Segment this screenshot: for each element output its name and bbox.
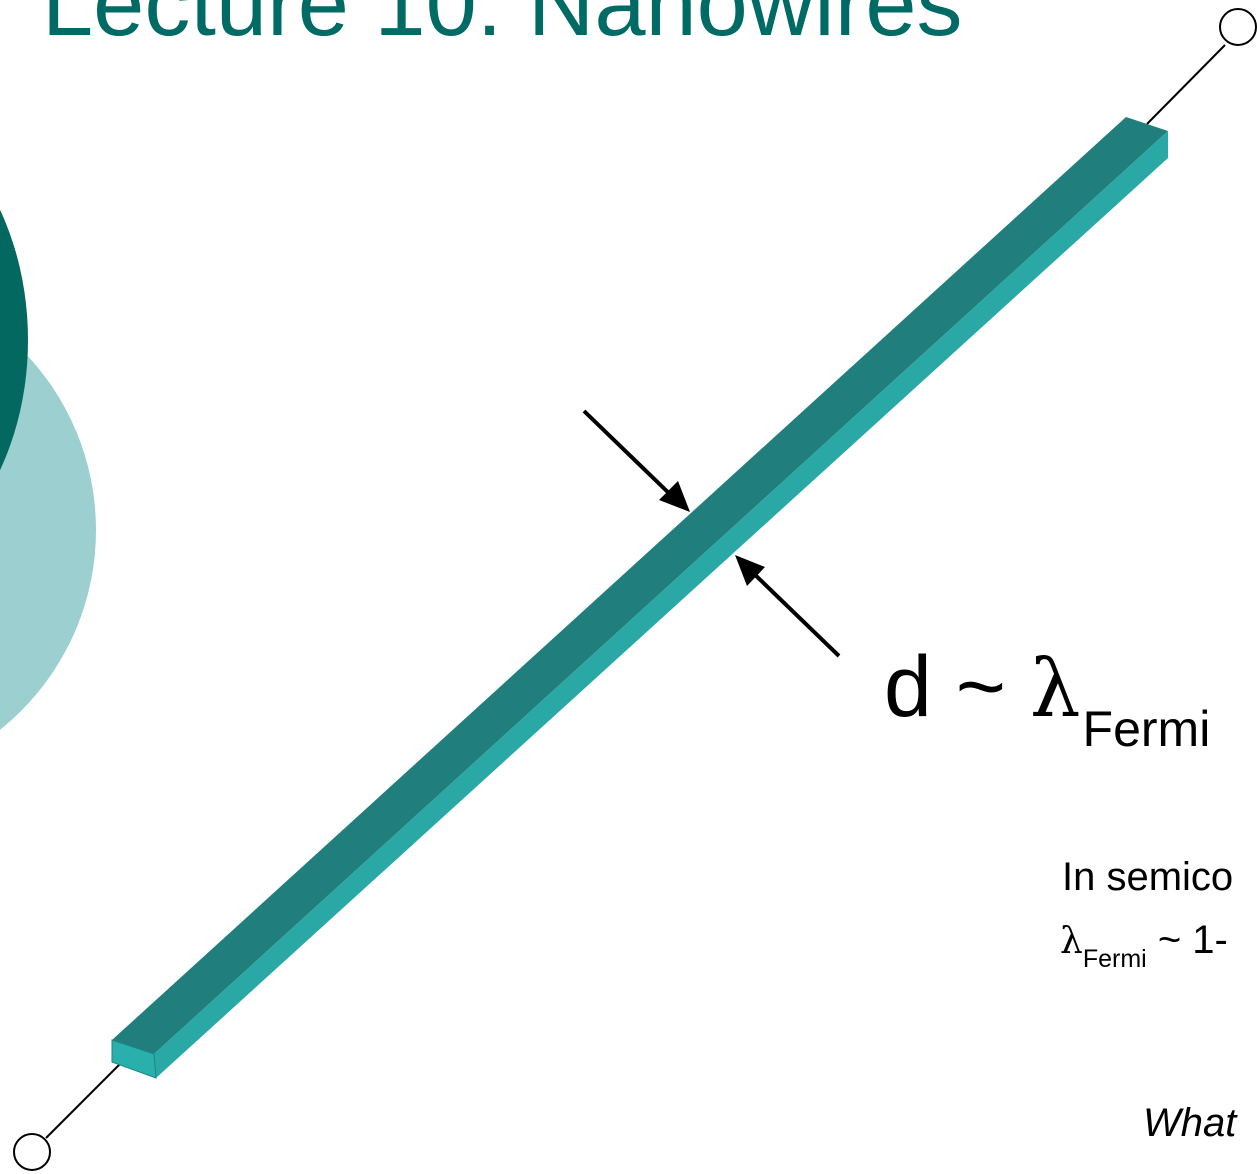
note-line-2: λFermi ~ 1- (1060, 918, 1228, 972)
top-terminal-icon (1219, 8, 1257, 46)
slide-title: Lecture 10: Nanowires (42, 0, 963, 55)
upper-arrowhead-icon (659, 481, 690, 512)
bottom-lead-wire (45, 1055, 129, 1139)
lambda-symbol: λ (1029, 642, 1081, 735)
formula-lhs: d ~ (884, 639, 1030, 735)
nanowire-end-face (111, 1039, 157, 1079)
upper-dimension-arrow (582, 409, 678, 502)
lower-dimension-arrow (746, 566, 841, 658)
top-lead-wire (1146, 44, 1226, 125)
decor-circle-dark (0, 209, 28, 471)
note-line-1: In semico (1062, 855, 1234, 899)
decor-circle-light (0, 330, 96, 730)
note-rest: ~ 1- (1146, 918, 1228, 962)
question-text: What (1143, 1101, 1237, 1145)
formula-subscript: Fermi (1082, 701, 1211, 757)
bottom-terminal-icon (13, 1133, 51, 1171)
diameter-formula: d ~ λFermi (884, 644, 1210, 754)
note-subscript: Fermi (1082, 945, 1147, 973)
nanowire-top-face (112, 117, 1168, 1054)
nanowire-side-face (154, 131, 1168, 1078)
note-lambda-symbol: λ (1060, 921, 1083, 962)
lower-arrowhead-icon (735, 555, 765, 586)
